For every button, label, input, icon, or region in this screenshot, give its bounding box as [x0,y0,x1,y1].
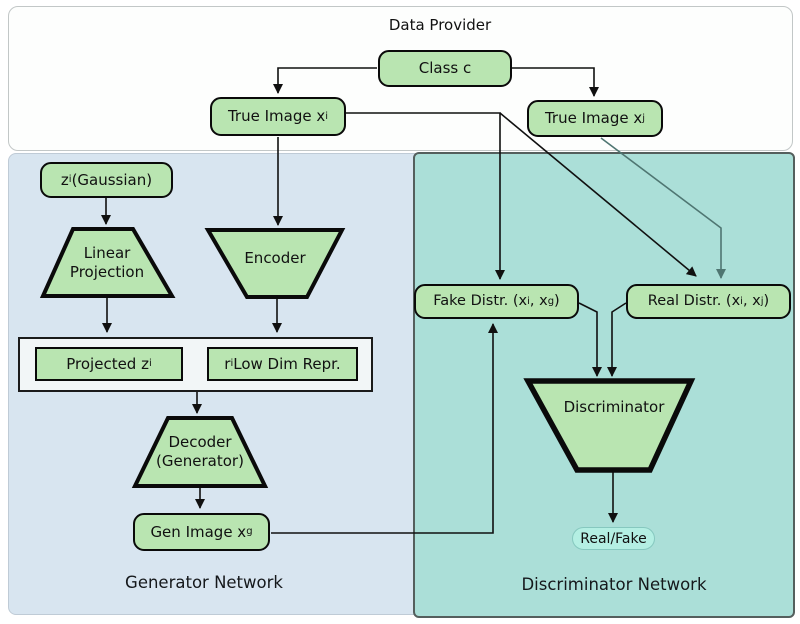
generator-network-label: Generator Network [125,573,283,592]
encoder-trapezoid [204,228,346,299]
edge-class-to-true-image-j [511,67,599,97]
node-real-fake-output: Real/Fake [572,527,655,550]
edge-class-to-true-image-i [273,67,377,94]
edge-true-image-j-to-real-distr [600,137,726,279]
data-provider-title: Data Provider [388,16,492,34]
discriminator-label: Discriminator [563,397,665,416]
discriminator-network-label: Discriminator Network [521,575,707,594]
decoder-label: Decoder (Generator) [156,433,244,470]
encoder-label: Encoder [244,248,306,267]
node-class-c: Class c [378,50,512,87]
decoder-trapezoid [131,416,269,488]
linear-projection-label: Linear Projection [69,244,145,281]
linear-projection-trapezoid [39,227,176,298]
edge-real-distr-to-discriminator [607,302,627,377]
edge-fake-distr-to-discriminator [578,302,602,377]
edge-true-image-i-to-real-distr [499,112,697,277]
discriminator-trapezoid [523,378,696,473]
edge-gen-image-to-fake-distr [271,323,498,534]
edge-true-image-i-to-fake-distr [346,112,505,280]
